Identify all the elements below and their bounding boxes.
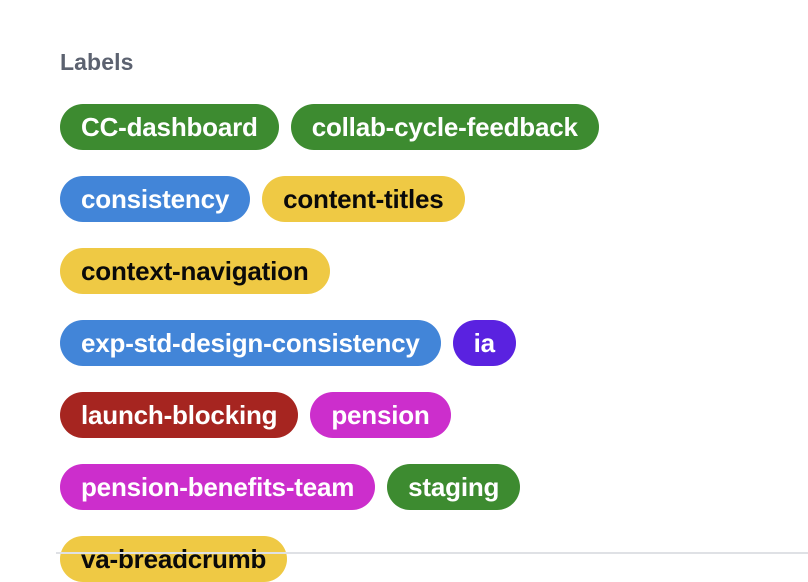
label-pill[interactable]: launch-blocking <box>60 392 299 438</box>
label-pill[interactable]: ia <box>452 320 516 366</box>
label-pill[interactable]: collab-cycle-feedback <box>290 104 599 150</box>
label-pill[interactable]: staging <box>387 464 521 510</box>
page-title: Labels <box>60 49 134 75</box>
label-pill[interactable]: content-titles <box>262 176 465 222</box>
label-pill[interactable]: context-navigation <box>60 248 330 294</box>
label-pill[interactable]: pension-benefits-team <box>60 464 376 510</box>
label-pill[interactable]: exp-std-design-consistency <box>60 320 441 366</box>
label-pill[interactable]: pension <box>310 392 451 438</box>
label-pill[interactable]: va-breadcrumb <box>60 536 288 582</box>
label-pill[interactable]: consistency <box>60 176 251 222</box>
section-divider <box>56 552 808 554</box>
label-pill[interactable]: CC-dashboard <box>60 104 279 150</box>
